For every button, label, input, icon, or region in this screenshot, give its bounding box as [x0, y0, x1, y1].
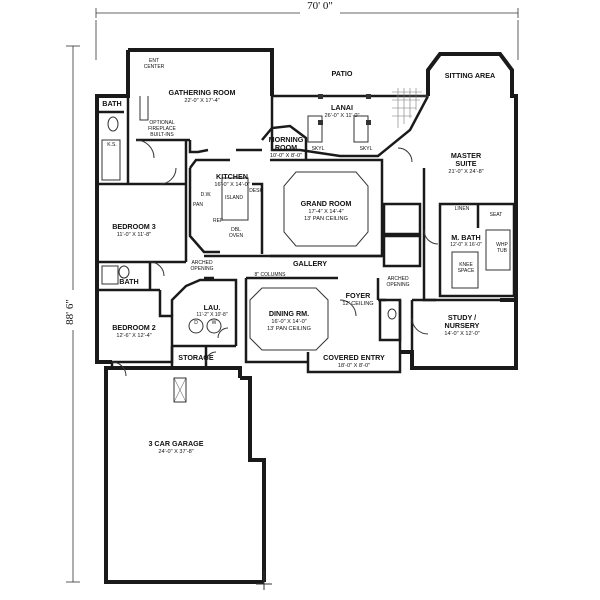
depth-label: 88' 6": [64, 299, 76, 325]
storage-name: STORAGE: [178, 353, 214, 362]
ks-label: K.S.: [107, 142, 116, 148]
master-suite-name-1: MASTER: [451, 151, 482, 160]
dishwasher-label: D.W.: [201, 192, 212, 198]
arched-left-label-1: ARCHED: [191, 260, 213, 266]
covered-entry-dims: 18'-0" X 8'-0": [338, 363, 370, 369]
master-bath-dims: 12'-0" X 16'-0": [450, 242, 482, 248]
fireplace-label-2: FIREPLACE: [148, 126, 176, 132]
knee-space-label-1: KNEE: [459, 262, 473, 268]
washer-label: W: [212, 320, 217, 326]
door-swings: [111, 139, 439, 377]
bedroom3-dims: 11'-0" X 11'-8": [117, 232, 152, 238]
grand-room-dims: 17'-4" X 14'-4": [308, 209, 343, 215]
interior-walls: [97, 96, 516, 368]
foyer-note: 12' CEILING: [342, 301, 373, 307]
fireplace-label-1: OPTIONAL: [149, 120, 175, 126]
dryer-label: D: [194, 320, 198, 326]
room-labels: GATHERING ROOM 22'-0" X 17'-4" PATIO LAN…: [102, 69, 495, 455]
study-name-2: NURSERY: [445, 321, 480, 330]
dining-room-dims: 16'-0" X 14'-0": [271, 319, 306, 325]
gathering-room-dims: 22'-0" X 17'-4": [184, 98, 219, 104]
morning-room-name-2: ROOM: [275, 143, 297, 152]
morning-room-dims: 10'-0" X 8'-0": [270, 153, 302, 159]
dining-room-note: 13' PAN CEILING: [267, 326, 311, 332]
island-label: ISLAND: [225, 195, 243, 201]
gathering-room-name: GATHERING ROOM: [169, 88, 236, 97]
patio-lanai: [270, 88, 430, 158]
master-suite-name-2: SUITE: [455, 159, 476, 168]
study-name-1: STUDY /: [448, 313, 476, 322]
seat-label: SEAT: [490, 212, 503, 218]
patio-name: PATIO: [332, 69, 353, 78]
garage-name: 3 CAR GARAGE: [148, 439, 203, 448]
grand-room-note: 13' PAN CEILING: [304, 216, 348, 222]
bath-name: BATH: [119, 277, 138, 286]
arched-left-label-2: OPENING: [190, 266, 213, 272]
foyer-name: FOYER: [346, 291, 372, 300]
fireplace-label-3: BUILT-INS: [150, 132, 174, 138]
arched-right-label-2: OPENING: [386, 282, 409, 288]
width-dimension: 70' 0": [95, 0, 519, 60]
linen-label: LINEN: [455, 206, 470, 212]
skylight-left-label: SKYL: [312, 146, 325, 152]
pantry-label: PAN: [193, 202, 203, 208]
knee-space-label-2: SPACE: [458, 268, 475, 274]
sitting-area-name: SITTING AREA: [445, 71, 495, 80]
covered-entry-name: COVERED ENTRY: [323, 353, 385, 362]
ent-center-label-1: ENT: [149, 58, 159, 64]
laundry-dims: 11'-2" X 10'-8": [196, 312, 227, 318]
columns-label: 8" COLUMNS: [255, 272, 287, 278]
laundry-name: LAU.: [204, 303, 221, 312]
kitchen-name: KITCHEN: [216, 172, 248, 181]
kitchen-dims: 16'-0" X 14'-0": [214, 182, 249, 188]
fixtures: [101, 96, 397, 403]
master-bath-name: M. BATH: [451, 233, 480, 242]
lanai-name: LANAI: [331, 103, 353, 112]
annotations: ENT CENTER OPTIONAL FIREPLACE BUILT-INS …: [107, 58, 508, 326]
bedroom2-dims: 12'-6" X 12'-4": [116, 333, 151, 339]
dining-room-name: DINING RM.: [269, 309, 309, 318]
depth-dimension: 88' 6": [64, 45, 80, 583]
garage-dims: 24'-0" X 37'-8": [158, 449, 193, 455]
skylight-right-label: SKYL: [360, 146, 373, 152]
ref-label: REF: [213, 218, 223, 224]
bedroom2-name: BEDROOM 2: [112, 323, 156, 332]
morning-room-name-1: MORNING: [269, 135, 304, 144]
width-label: 70' 0": [307, 0, 333, 12]
ent-center-label-2: CENTER: [144, 64, 165, 70]
whirlpool-tub-label-1: WHP: [496, 242, 508, 248]
master-suite-dims: 21'-0" X 24'-8": [448, 169, 483, 175]
bedroom3-name: BEDROOM 3: [112, 222, 156, 231]
dbl-oven-label-1: DBL: [231, 227, 241, 233]
desk-label: DESK: [249, 188, 263, 194]
gallery-name: GALLERY: [293, 259, 327, 268]
whirlpool-tub-label-2: TUB: [497, 248, 508, 254]
dbl-oven-label-2: OVEN: [229, 233, 244, 239]
grand-room-name: GRAND ROOM: [301, 199, 352, 208]
arched-right-label-1: ARCHED: [387, 276, 409, 282]
lanai-dims: 26'-0" X 11'-0": [325, 113, 360, 119]
bath-top-name: BATH: [102, 99, 121, 108]
study-dims: 14'-0" X 12'-0": [444, 331, 479, 337]
